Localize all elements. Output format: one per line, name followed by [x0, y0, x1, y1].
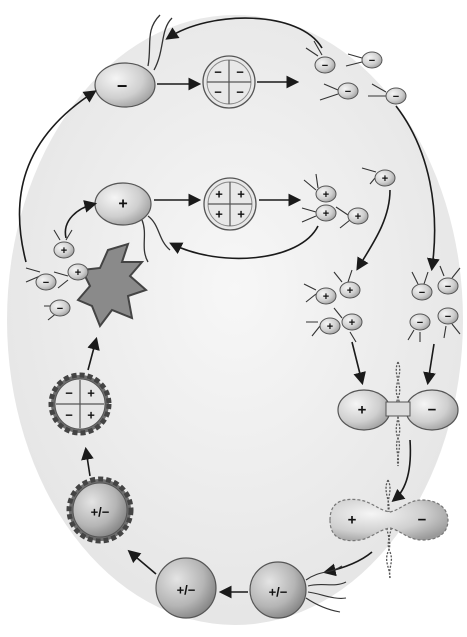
svg-text:+/−: +/−: [91, 505, 110, 520]
svg-text:+: +: [327, 321, 333, 333]
svg-text:+/−: +/−: [177, 583, 196, 598]
svg-text:−: −: [419, 287, 425, 299]
svg-text:−: −: [214, 65, 222, 80]
svg-text:−: −: [369, 55, 375, 67]
svg-text:−: −: [236, 85, 244, 100]
svg-text:+: +: [347, 285, 353, 297]
minus-sporangium: − − − −: [203, 56, 255, 108]
svg-text:−: −: [445, 311, 451, 323]
svg-text:−: −: [214, 85, 222, 100]
svg-text:+: +: [349, 317, 355, 329]
plus-sporangium: + + + +: [204, 178, 256, 230]
svg-text:+: +: [215, 207, 223, 222]
svg-text:+: +: [87, 386, 95, 401]
svg-text:+: +: [87, 408, 95, 423]
zygospore: +/−: [69, 479, 131, 541]
minus-label: −: [117, 76, 128, 96]
svg-text:−: −: [43, 277, 49, 289]
svg-text:+: +: [75, 267, 81, 279]
svg-text:+: +: [215, 187, 223, 202]
meiotic-zygospore: − + − +: [51, 375, 109, 433]
svg-text:+: +: [237, 187, 245, 202]
svg-text:+: +: [358, 402, 367, 419]
svg-text:+: +: [348, 512, 357, 529]
svg-text:−: −: [393, 91, 399, 103]
plus-label: +: [118, 196, 127, 213]
svg-text:+/−: +/−: [269, 585, 288, 600]
svg-text:−: −: [236, 65, 244, 80]
svg-text:−: −: [322, 60, 328, 72]
svg-text:−: −: [345, 86, 351, 98]
svg-text:+: +: [323, 189, 329, 201]
svg-text:−: −: [417, 317, 423, 329]
svg-text:+: +: [61, 245, 67, 257]
zygote: +/−: [156, 558, 216, 618]
svg-text:−: −: [65, 408, 73, 423]
svg-text:+: +: [382, 173, 388, 185]
svg-text:−: −: [65, 386, 73, 401]
svg-text:+: +: [355, 211, 361, 223]
svg-text:−: −: [428, 402, 437, 419]
svg-text:−: −: [57, 303, 63, 315]
svg-text:+: +: [323, 208, 329, 220]
svg-text:−: −: [445, 281, 451, 293]
svg-text:−: −: [418, 512, 427, 529]
svg-text:+: +: [237, 207, 245, 222]
svg-text:+: +: [323, 291, 329, 303]
